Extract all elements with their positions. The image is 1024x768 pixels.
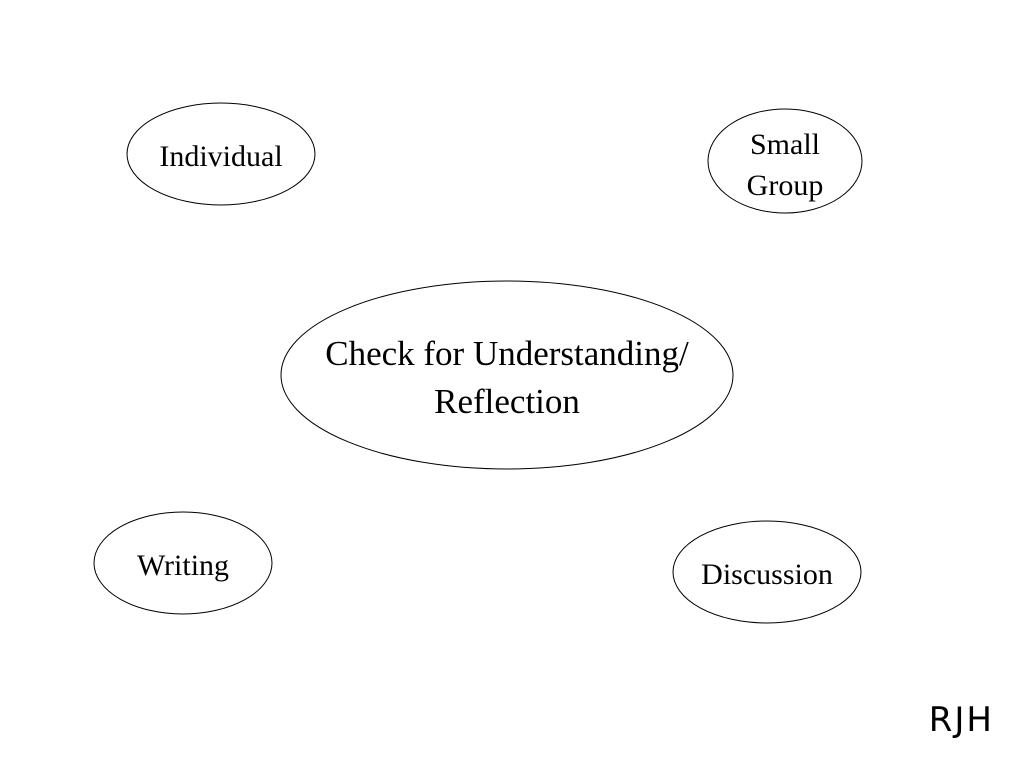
- node-small-group-label-line-1: Small: [750, 128, 820, 161]
- node-center-label-line-2: Reflection: [434, 382, 580, 421]
- author-signature: RJH: [928, 700, 994, 740]
- node-writing: Writing: [93, 511, 273, 615]
- node-writing-label: Writing: [137, 549, 229, 582]
- node-individual: Individual: [126, 102, 316, 206]
- node-small-group-shape: [707, 108, 863, 214]
- node-writing-shape: [93, 511, 273, 615]
- node-discussion: Discussion: [672, 520, 862, 624]
- node-individual-shape: [126, 102, 316, 206]
- node-individual-label: Individual: [159, 140, 282, 173]
- node-center-shape: [280, 280, 734, 470]
- node-center-label-line-1: Check for Understanding/: [325, 334, 689, 373]
- node-discussion-shape: [672, 520, 862, 624]
- node-center: Check for Understanding/ Reflection: [280, 280, 734, 470]
- node-discussion-label: Discussion: [701, 558, 833, 591]
- node-small-group: Small Group: [707, 108, 863, 214]
- node-small-group-label-line-2: Group: [747, 169, 824, 202]
